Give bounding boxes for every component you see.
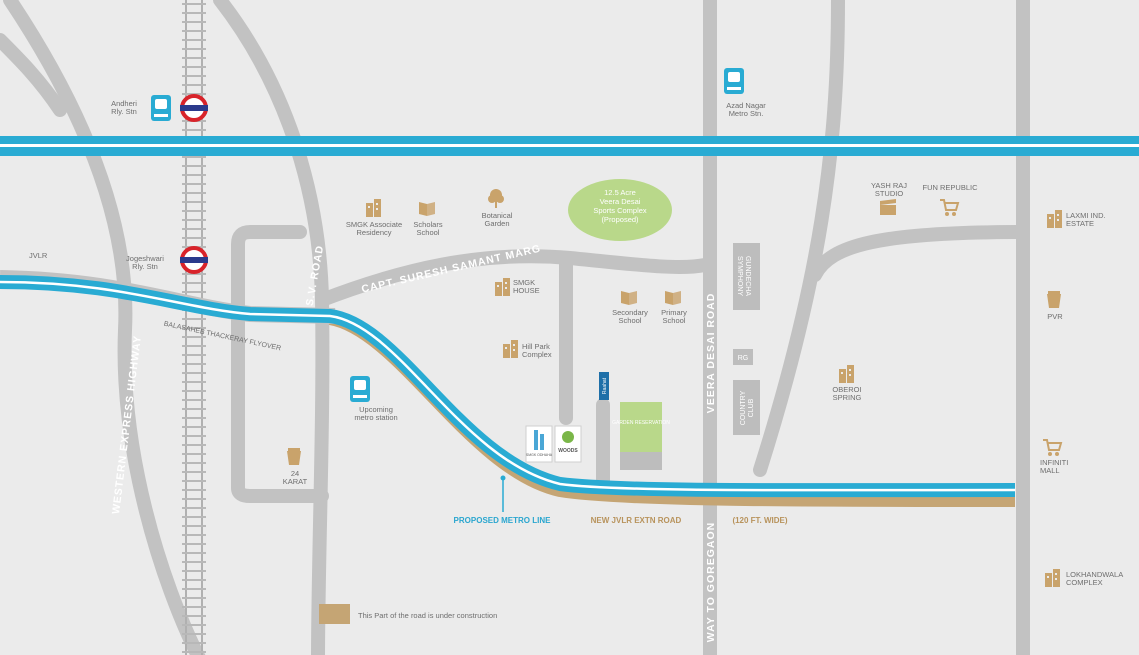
woods-label: WOODS <box>558 448 578 454</box>
country-club-block <box>733 380 760 435</box>
building-icon <box>839 365 854 383</box>
building-icon <box>503 340 518 358</box>
top-metro-line <box>0 136 1139 156</box>
flyover-label: BALASAHEB THACKERAY FLYOVER <box>163 321 282 353</box>
rg-block <box>733 349 753 365</box>
popcorn-icon <box>287 448 301 465</box>
capt-marg-road <box>315 249 712 307</box>
new-jvlr-extn-road <box>328 311 1016 507</box>
metro-station-icon <box>350 376 370 402</box>
metro-line-label: PROPOSED METRO LINE <box>454 516 552 525</box>
new-jvlr-label: NEW JVLR EXTN ROAD <box>591 516 682 525</box>
metro-station-icon <box>724 68 744 94</box>
metro-center-white <box>0 280 1016 492</box>
jvlr-label: JVLR <box>29 251 48 260</box>
top-left-road <box>0 33 67 117</box>
country-club-label: COUNTRYCLUB <box>740 390 755 425</box>
fun-republic-label: FUN REPUBLIC <box>922 183 978 192</box>
smgk-odhaha-label: SMGK ODHAHA <box>526 453 553 457</box>
shopping-cart-icon <box>940 199 960 216</box>
school-icon <box>419 202 435 216</box>
western-express-highway <box>3 0 206 655</box>
width-note-label: (120 FT. WIDE) <box>732 516 787 525</box>
school-icon <box>621 291 637 305</box>
building-icon <box>366 199 381 217</box>
building-icon <box>1047 210 1062 228</box>
goregaon-label: WAY TO GOREGAON <box>705 522 717 642</box>
raahat-label: Raahat <box>602 377 608 394</box>
garden-reservation-label: GARDEN RESERVATION <box>612 420 670 426</box>
fun-republic-road <box>808 225 1030 282</box>
tree-icon <box>488 189 504 208</box>
rg-label: RG <box>738 355 749 362</box>
clapperboard-icon <box>880 199 896 215</box>
railway-station-icon <box>180 94 208 122</box>
metro-pointer-dot <box>500 475 506 481</box>
shopping-cart-icon <box>1043 439 1063 456</box>
gundecha-label: GUNDECHASYMPHONY <box>736 256 751 296</box>
gundecha-block <box>733 243 760 310</box>
legend-swatch <box>319 604 350 624</box>
road-network <box>0 0 1030 655</box>
school-icon <box>665 291 681 305</box>
building-icon <box>495 278 510 296</box>
railway-station-icon <box>180 246 208 274</box>
pvr-label: PVR <box>1047 312 1063 321</box>
garden-reservation-block <box>620 402 662 452</box>
left-loop-road <box>231 225 329 503</box>
raahat-marker <box>599 372 609 400</box>
legend-label: This Part of the road is under construct… <box>358 611 497 620</box>
project-logos: SMGK ODHAHA WOODS <box>525 425 582 463</box>
building-icon <box>1045 569 1060 587</box>
veera-desai-label: VEERA DESAI ROAD <box>705 293 717 414</box>
laxmi-label: LAXMI IND.ESTATE <box>1066 211 1106 228</box>
sports-complex-area <box>568 179 672 241</box>
popcorn-icon <box>1047 291 1061 308</box>
right-curve-road <box>753 0 845 477</box>
metro-station-icon <box>151 95 171 121</box>
